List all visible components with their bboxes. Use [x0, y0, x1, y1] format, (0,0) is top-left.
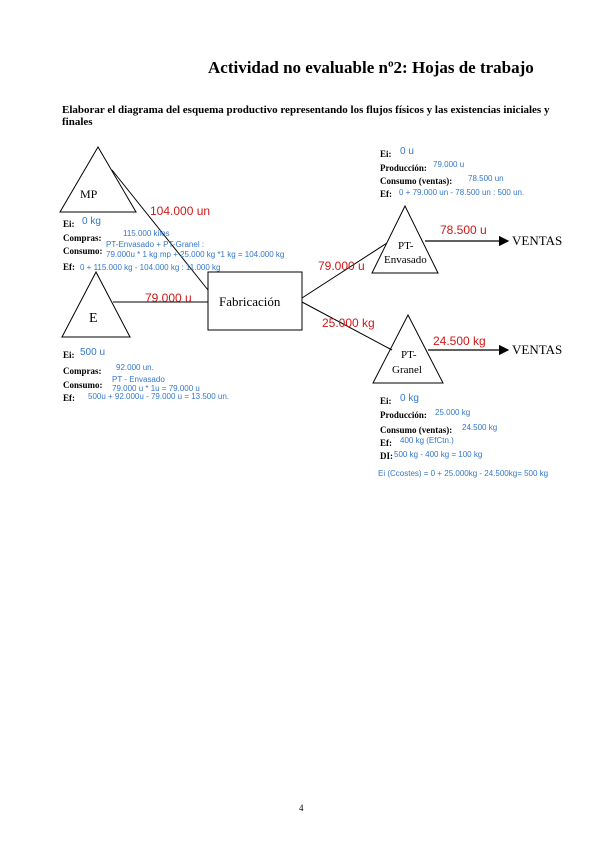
fabricacion-label: Fabricación [219, 294, 281, 309]
env-ef-value: 0 + 79.000 un - 78.500 un : 500 un. [399, 188, 525, 197]
e-ef-label: Ef: [63, 393, 75, 403]
env-ei-label: Ei: [380, 149, 392, 159]
gra-prod-label: Producción: [380, 410, 427, 420]
ventas-label-2: VENTAS [512, 342, 563, 357]
flow-e-fab: 79.000 u [145, 291, 192, 305]
mp-ef-label: Ef: [63, 262, 75, 272]
fabricacion-box [207, 271, 303, 331]
pt-granel-label-1: PT- [401, 349, 417, 361]
flow-env-ventas: 78.500 u [440, 223, 487, 237]
mp-ei-label: Ei: [63, 219, 75, 229]
e-ei-label: Ei: [63, 350, 75, 360]
gra-ei-label: Ei: [380, 396, 392, 406]
env-consumo-value: 78.500 un [468, 174, 504, 183]
ventas-label-1: VENTAS [512, 233, 563, 248]
gra-consumo-value: 24.500 kg [462, 423, 498, 432]
gra-di-value: 500 kg - 400 kg = 100 kg [394, 450, 483, 459]
mp-consumo-value-2: 79.000u * 1 kg mp + 25.000 kg *1 kg = 10… [106, 250, 285, 259]
env-ef-label: Ef: [380, 189, 392, 199]
pt-envasado-triangle [371, 204, 439, 274]
mp-compras-value: 115.000 kilos [123, 229, 170, 238]
gra-ei-value: 0 kg [400, 393, 419, 404]
mp-consumo-label: Consumo: [63, 246, 103, 256]
env-prod-value: 79.000 u [433, 160, 465, 169]
flow-mp-fab: 104.000 un [150, 204, 211, 218]
mp-ef-value: 0 + 115.000 kg - 104.000 kg : 11.000 kg [80, 263, 221, 272]
e-label: E [89, 311, 98, 326]
mp-consumo-value-1: PT-Envasado + PT-Granel : [106, 240, 205, 249]
flow-fab-env: 79.000 u [318, 259, 365, 273]
pt-envasado-label-1: PT- [398, 240, 414, 252]
pt-envasado-label-2: Envasado [384, 254, 427, 266]
e-triangle [61, 270, 131, 338]
page-title: Actividad no evaluable nº2: Hojas de tra… [208, 58, 534, 77]
mp-label: MP [80, 187, 98, 201]
page-number: 4 [299, 803, 304, 813]
e-consumo-value-1: PT - Envasado [112, 375, 165, 384]
env-consumo-label: Consumo (ventas): [380, 176, 453, 186]
mp-compras-label: Compras: [63, 233, 102, 243]
e-compras-label: Compras: [63, 366, 102, 376]
flow-gra-ventas: 24.500 kg [433, 334, 486, 348]
mp-ei-value: 0 kg [82, 216, 101, 227]
flow-line-mp-fab [111, 169, 209, 291]
e-consumo-value-2: 79.000 u * 1u = 79.000 u [112, 384, 200, 393]
env-ei-value: 0 u [400, 146, 414, 157]
gra-ef-value: 400 kg (EfCtn.) [400, 436, 454, 445]
e-consumo-label: Consumo: [63, 380, 103, 390]
gra-consumo-label: Consumo (ventas): [380, 425, 453, 435]
flow-line-fab-gra [301, 301, 393, 351]
flow-line-fab-env [301, 242, 388, 299]
e-ef-value: 500u + 92.000u - 79.000 u = 13.500 un. [88, 392, 230, 401]
gra-di-label: DI: [380, 451, 393, 461]
pt-granel-label-2: Granel [392, 364, 422, 376]
gra-prod-value: 25.000 kg [435, 408, 471, 417]
e-ei-value: 500 u [80, 347, 106, 358]
mp-triangle [59, 146, 137, 213]
e-compras-value: 92.000 un. [116, 363, 154, 372]
page-subtitle: Elaborar el diagrama del esquema product… [62, 104, 550, 128]
flow-fab-gra: 25.000 kg [322, 316, 375, 330]
env-prod-label: Producción: [380, 163, 427, 173]
gra-ei-costes: Ei (Ccostes) = 0 + 25.000kg - 24.500kg= … [378, 469, 549, 478]
gra-ef-label: Ef: [380, 438, 392, 448]
